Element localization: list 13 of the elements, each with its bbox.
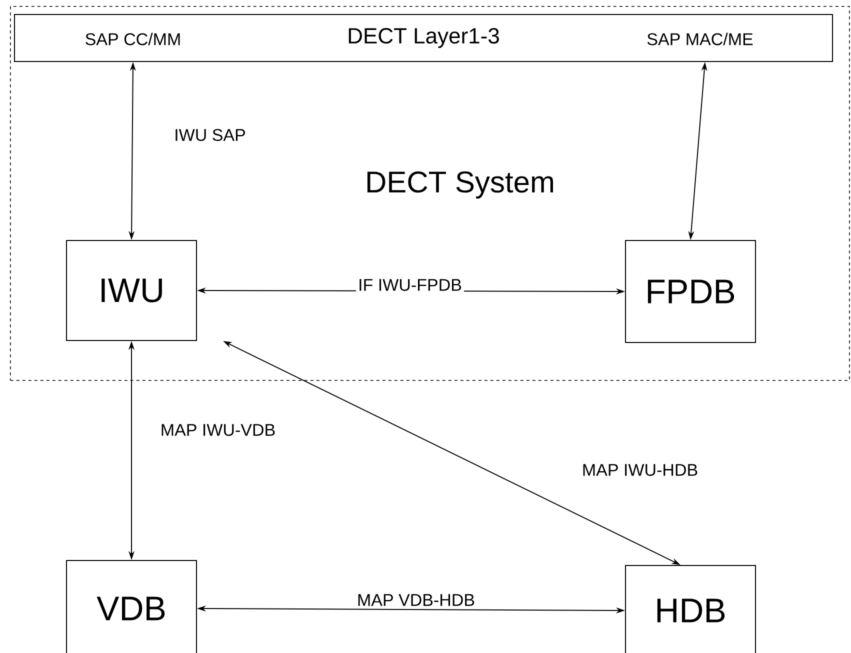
dashed-region [10,6,850,381]
process-box: IWU [66,240,197,341]
edge-label: MAP IWU-HDB [580,462,700,478]
edge-label: IF IWU-FPDB [356,277,464,293]
edge-label: MAP IWU-VDB [158,422,278,438]
sap-label: SAP MAC/ME [647,32,753,46]
sap-label: SAP CC/MM [86,32,180,46]
process-box: FPDB [625,240,756,343]
edge-label: MAP VDB-HDB [354,592,478,608]
process-box: HDB [625,565,756,653]
process-box: VDB [66,560,197,653]
edge-label: IWU SAP [172,126,248,144]
region-title: DECT System [367,171,553,199]
